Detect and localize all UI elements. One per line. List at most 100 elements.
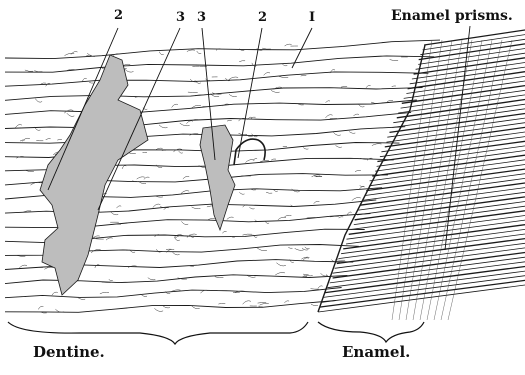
tubule-branch: [318, 286, 323, 288]
tubule-branch: [260, 303, 269, 305]
tubule-branch: [227, 120, 232, 121]
enamel-prism: [351, 206, 525, 229]
tubule-line: [5, 301, 336, 313]
enamel-prism: [404, 81, 525, 98]
tubule-branch: [271, 159, 276, 160]
tubule-branch: [355, 170, 361, 171]
tubule-line: [5, 288, 342, 298]
tubule-branch: [154, 308, 163, 311]
tubule-branch: [249, 207, 254, 209]
tubule-branch: [372, 144, 382, 146]
tubule-branch: [387, 100, 393, 101]
tubule-branch: [301, 75, 307, 76]
tubule-branch: [159, 125, 168, 128]
tubule-branch: [172, 104, 178, 107]
tubule-branch: [35, 99, 42, 102]
interglobular-space-large: [40, 55, 148, 295]
tubule-branch: [100, 292, 109, 294]
enamel-prism: [412, 63, 525, 80]
tubule-branch: [258, 302, 267, 303]
tubule-branch: [245, 160, 254, 163]
enamel-prism: [418, 49, 525, 65]
tubule-line: [5, 112, 411, 128]
tubule-branch: [257, 248, 267, 251]
tubule-branch: [392, 86, 396, 87]
dentino-enamel-junction: [318, 45, 425, 312]
tubule-branch: [325, 115, 332, 118]
tubule-branch: [303, 148, 308, 150]
tubule-branch: [371, 102, 380, 103]
tubule-branch: [137, 177, 145, 179]
tubule-branch: [243, 234, 253, 235]
enamel-prism: [375, 151, 525, 172]
enamel-prism: [423, 35, 525, 50]
dentine-label: Dentine.: [33, 343, 105, 361]
tubule-branch: [333, 132, 340, 135]
tubule-branch: [285, 215, 292, 216]
tubule-branch: [239, 192, 244, 194]
callout-2-right: 2: [258, 10, 267, 25]
tubule-branch: [25, 70, 33, 71]
tubule-branch: [192, 207, 201, 209]
tubule-branch: [89, 82, 93, 83]
tubule-line: [5, 275, 347, 284]
tubule-branch: [253, 158, 257, 160]
tubule-branch: [284, 301, 289, 303]
tubule-branch: [197, 51, 202, 54]
enamel-prism: [357, 192, 525, 215]
tubule-branch: [122, 165, 126, 168]
interglobular-spaces: [40, 55, 265, 295]
tubule-branch: [186, 121, 193, 124]
tubule-branch: [71, 52, 78, 55]
tubule-line: [5, 88, 423, 101]
enamel-label: Enamel.: [342, 343, 410, 361]
tubule-branch: [215, 277, 224, 278]
enamel-prism: [360, 183, 525, 205]
tubule-branch: [305, 247, 310, 249]
tubule-branch: [179, 151, 183, 153]
tubule-branch: [173, 149, 182, 152]
enamel-prism: [337, 239, 525, 264]
tubule-branch: [218, 303, 225, 304]
tubule-branch: [390, 60, 399, 61]
tubule-branch: [314, 201, 320, 203]
tubule-branch: [262, 48, 271, 49]
tubule-branch: [181, 221, 188, 224]
enamel-prism: [366, 169, 525, 191]
tubule-branch: [46, 139, 51, 140]
tubule-branch: [352, 198, 361, 201]
callout-3-left: 3: [176, 10, 185, 25]
tubule-branch: [278, 217, 286, 220]
tubule-branch: [276, 263, 286, 266]
tubule-branch: [124, 69, 133, 72]
enamel-prism: [377, 146, 525, 167]
tubule-branch: [117, 206, 122, 208]
tubule-branch: [295, 248, 304, 250]
tubule-branch: [106, 238, 113, 240]
tubule-branch: [339, 217, 344, 218]
tubule-branch: [326, 101, 331, 103]
tubule-branch: [52, 292, 58, 295]
tubule-branch: [44, 267, 53, 269]
tubule-branch: [57, 139, 62, 140]
tubule-branch: [153, 204, 161, 208]
enamel-striation: [392, 40, 432, 320]
enamel-prism: [358, 188, 525, 211]
tubule-branch: [341, 87, 347, 88]
dentine-brace: [8, 322, 308, 344]
enamel-prism: [414, 58, 525, 74]
tubule-branch: [229, 77, 238, 80]
tubule-branch: [302, 248, 308, 250]
tubule-line: [5, 72, 428, 86]
enamel-prism: [406, 76, 525, 93]
tubule-branch: [239, 61, 245, 62]
interglobular-space-small: [200, 125, 235, 230]
tubule-branch: [187, 50, 195, 52]
tubule-branch: [264, 73, 270, 76]
tubule-branch: [227, 217, 234, 219]
tubule-branch: [285, 44, 292, 46]
tubule-branch: [174, 237, 180, 240]
tubule-branch: [34, 71, 42, 72]
tubule-branch: [288, 248, 292, 249]
